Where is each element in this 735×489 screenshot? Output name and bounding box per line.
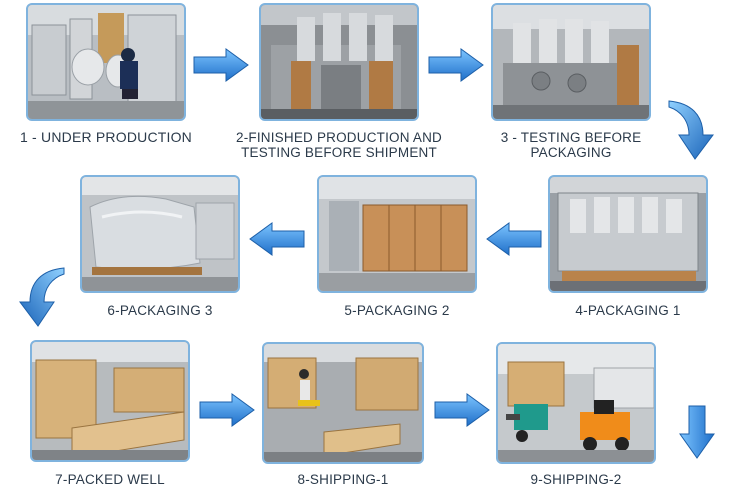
caption-step-6: 6-PACKAGING 3	[107, 303, 213, 318]
caption-step-2-line-1: 2-FINISHED PRODUCTION AND	[235, 130, 443, 145]
curved-down-arrow-left	[14, 264, 68, 330]
caption-step-9: 9-SHIPPING-2	[530, 472, 622, 487]
photo-finished-production	[259, 3, 419, 121]
photo-under-production	[26, 3, 186, 121]
arrow-left-2	[485, 221, 543, 257]
caption-step-8: 8-SHIPPING-1	[297, 472, 389, 487]
caption-step-3-line-1: 3 - TESTING BEFORE	[500, 130, 642, 145]
photo-shipping-2	[496, 342, 656, 464]
caption-step-3: 3 - TESTING BEFORE PACKAGING	[476, 130, 666, 160]
caption-step-1: 1 - UNDER PRODUCTION	[19, 129, 192, 145]
arrow-down	[678, 404, 716, 460]
caption-step-3-line-2: PACKAGING	[530, 145, 612, 160]
arrow-right-2	[427, 47, 485, 83]
photo-packaging-1	[548, 175, 708, 293]
caption-step-2: 2-FINISHED PRODUCTION AND TESTING BEFORE…	[224, 130, 454, 160]
arrow-right-4	[433, 392, 491, 428]
photo-packaging-3	[80, 175, 240, 293]
photo-packed-well	[30, 340, 190, 462]
caption-step-7: 7-PACKED WELL	[55, 472, 165, 487]
caption-step-4: 4-PACKAGING 1	[575, 303, 681, 318]
arrow-left-1	[248, 221, 306, 257]
caption-step-2-line-2: TESTING BEFORE SHIPMENT	[241, 145, 437, 160]
photo-shipping-1	[262, 342, 424, 464]
arrow-right-1	[192, 47, 250, 83]
photo-testing	[491, 3, 651, 121]
photo-packaging-2	[317, 175, 477, 293]
arrow-right-3	[198, 392, 256, 428]
caption-step-5: 5-PACKAGING 2	[344, 303, 450, 318]
curved-down-arrow-right	[665, 97, 719, 163]
